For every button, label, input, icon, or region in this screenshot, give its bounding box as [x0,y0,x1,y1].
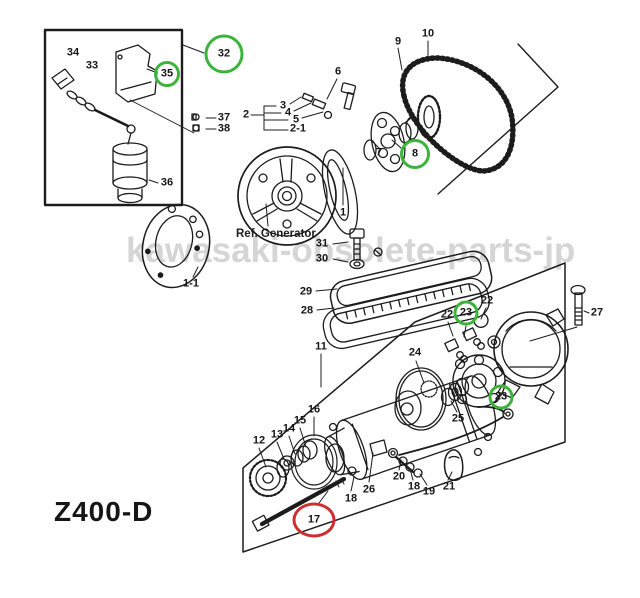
part-label-34: 34 [66,46,80,59]
part-label-17: 17 [307,513,321,526]
part-label-22: 22 [480,294,494,307]
cover-drawing [322,228,493,350]
end-cover-drawing [487,308,569,405]
highlight-circle-green-35 [154,61,180,87]
part-label-18: 18 [344,492,358,505]
part-label-3: 3 [279,99,287,112]
part-label-37: 37 [217,111,231,124]
part-label-19: 19 [422,485,436,498]
inset-box [43,28,184,207]
part-label-25: 25 [451,412,465,425]
highlight-circle-green-23 [453,300,479,326]
part-label-35: 35 [160,67,174,80]
part-label-15: 15 [293,414,307,427]
highlight-circle-red-17 [292,502,336,538]
part-label-13: 13 [270,428,284,441]
part-label-27: 27 [590,306,604,319]
starter-motor-drawing [248,375,497,532]
part-label-4: 4 [284,106,292,119]
part-label-6: 6 [334,65,342,78]
part-label-1: 1 [339,206,347,219]
part-label-23: 23 [459,306,473,319]
chain-drawing [399,55,516,174]
cable-drawing [387,405,514,481]
part-label-11: 11 [315,340,327,353]
part-label-22: 22 [440,308,454,321]
part-label-36: 36 [160,176,174,189]
part-label-21: 21 [442,480,456,493]
reference-note: Ref. Generator [236,228,316,240]
highlight-circle-green-32 [204,34,244,74]
part-label-8: 8 [411,147,419,160]
enclosure-lower [242,262,566,553]
part-label-38: 38 [217,122,231,135]
part-label-20: 20 [392,470,406,483]
part-label-30: 30 [315,252,329,265]
part-label-9: 9 [394,35,402,48]
part-label-26: 26 [362,483,376,496]
highlight-circle-green-23 [488,384,514,410]
gasket-1-1-drawing [141,203,211,289]
model-code: Z400-D [54,496,154,527]
part-label-18: 18 [407,480,421,493]
part-label-2: 2 [242,108,250,121]
part-label-33: 33 [85,59,99,72]
part-label-16: 16 [307,403,321,416]
part-label-10: 10 [421,27,435,40]
part-label-7: 7 [375,146,383,159]
part-label-14: 14 [282,422,296,435]
highlight-circle-green-8 [400,139,430,169]
part-label-5: 5 [292,113,300,126]
leader-lines [146,40,506,504]
part-label-32: 32 [217,47,231,60]
part-label-12: 12 [252,434,266,447]
part-label-23: 23 [494,390,508,403]
part-label-29: 29 [299,285,313,298]
part-label-31: 31 [315,237,329,250]
relay-assembly-drawing [51,44,200,204]
part-label-2-1: 2-1 [290,122,306,135]
enclosure-upper [437,43,559,195]
bolt-27-drawing [529,284,590,342]
armature-brush-drawing [394,313,506,431]
part-label-1-1: 1-1 [183,277,199,290]
part-label-28: 28 [300,304,314,317]
part-label-24: 24 [408,346,422,359]
